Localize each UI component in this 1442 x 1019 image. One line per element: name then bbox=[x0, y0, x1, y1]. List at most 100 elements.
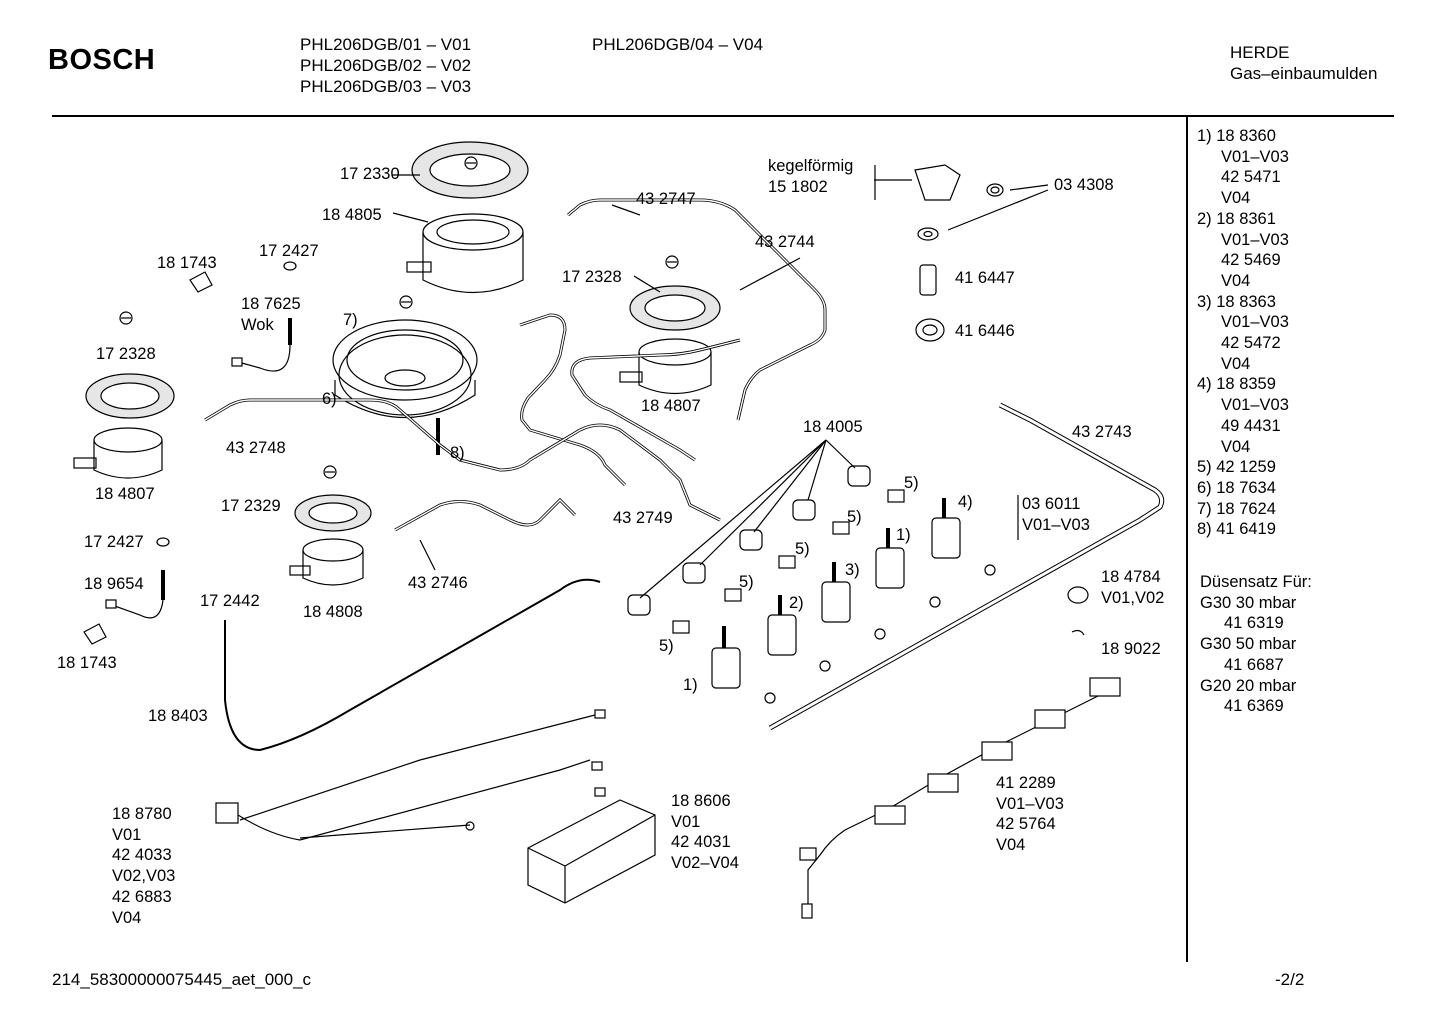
nozzle-sleeve bbox=[847, 465, 871, 487]
gas-valve bbox=[821, 562, 851, 623]
model-line: PHL206DGB/03 – V03 bbox=[300, 77, 472, 96]
leader-line bbox=[947, 189, 1049, 231]
connector-icon bbox=[105, 599, 117, 609]
washer-icon bbox=[917, 227, 939, 241]
part-label: 43 2744 bbox=[755, 233, 815, 251]
model-line: PHL206DGB/01 – V01 bbox=[300, 35, 472, 54]
screw-icon bbox=[464, 156, 478, 170]
callout-marker: 7) bbox=[343, 311, 358, 329]
category-title: HERDE Gas–einbaumulden bbox=[1230, 42, 1377, 84]
part-label: 18 1743 bbox=[157, 254, 217, 272]
leader-line bbox=[739, 257, 801, 291]
leader-line bbox=[639, 439, 827, 599]
gas-pipe bbox=[519, 313, 627, 487]
connector-icon bbox=[231, 357, 243, 367]
screw-icon bbox=[119, 311, 133, 325]
legend-line: V01–V03 bbox=[1221, 396, 1289, 415]
nozzle-sleeve bbox=[682, 562, 706, 584]
o-ring-icon bbox=[819, 660, 831, 672]
screw-icon bbox=[323, 465, 337, 479]
nozzle-line: G20 20 mbar bbox=[1200, 676, 1297, 695]
leader-line bbox=[633, 275, 661, 293]
part-label: 17 2442 bbox=[200, 592, 260, 610]
part-label: 17 2329 bbox=[221, 497, 281, 515]
model-list-1: PHL206DGB/01 – V01 PHL206DGB/02 – V02 PH… bbox=[300, 34, 471, 97]
nozzle-line: 41 6319 bbox=[1224, 614, 1284, 633]
leader-line bbox=[699, 439, 827, 566]
nozzle-line: 41 6687 bbox=[1224, 655, 1284, 674]
part-label: 43 2746 bbox=[408, 574, 468, 592]
callout-marker: 5) bbox=[904, 474, 919, 492]
nozzle-line: Düsensatz Für: bbox=[1200, 573, 1312, 591]
model-list-2: PHL206DGB/04 – V04 bbox=[592, 34, 763, 55]
legend-line: V01–V03 bbox=[1221, 230, 1289, 249]
legend-line: V01–V03 bbox=[1221, 147, 1289, 166]
legend-line: V01–V03 bbox=[1221, 313, 1289, 332]
nut-icon bbox=[986, 183, 1004, 197]
legend-line: 42 5469 bbox=[1221, 251, 1281, 270]
gas-valve bbox=[711, 626, 741, 689]
callout-marker: 4) bbox=[958, 493, 973, 511]
brand-logo: BOSCH bbox=[48, 44, 156, 76]
category-line: Gas–einbaumulden bbox=[1230, 64, 1378, 83]
legend-line: 49 4431 bbox=[1221, 416, 1281, 435]
gasket-ring bbox=[85, 373, 175, 419]
gasket-ring bbox=[629, 285, 721, 331]
thermocouple bbox=[111, 570, 165, 619]
legend-line: 6) 18 7634 bbox=[1197, 478, 1276, 497]
model-line: PHL206DGB/04 – V04 bbox=[592, 35, 764, 54]
o-ring-icon bbox=[984, 564, 996, 576]
part-label: 41 6447 bbox=[955, 269, 1015, 287]
part-label: 18 4807 bbox=[641, 397, 701, 415]
part-label: 18 8403 bbox=[148, 707, 208, 725]
parts-legend: 1) 18 8360 V01–V03 42 5471 V04 2) 18 836… bbox=[1197, 126, 1289, 540]
clip-icon bbox=[83, 623, 107, 645]
nozzle-sleeve bbox=[792, 499, 816, 521]
thermocouple-cable bbox=[224, 578, 601, 752]
burner-cup bbox=[619, 338, 712, 394]
callout-marker: 1) bbox=[896, 526, 911, 544]
callout-marker: 3) bbox=[845, 561, 860, 579]
gasket-ring bbox=[294, 494, 372, 532]
leader-line bbox=[1009, 184, 1049, 191]
nozzle-line: G30 50 mbar bbox=[1200, 635, 1297, 654]
legend-line: 3) 18 8363 bbox=[1197, 292, 1276, 311]
burner-cup bbox=[406, 213, 524, 293]
ignition-harness bbox=[799, 677, 1121, 919]
clip-icon bbox=[1071, 629, 1085, 636]
nozzle-line: G30 30 mbar bbox=[1200, 593, 1297, 612]
part-label: 18 4808 bbox=[303, 603, 363, 621]
legend-line: 7) 18 7624 bbox=[1197, 499, 1276, 518]
gasket-ring bbox=[411, 141, 529, 199]
legend-line: 1) 18 8360 bbox=[1197, 127, 1276, 145]
leader-line bbox=[392, 212, 429, 223]
part-label: 18 9654 bbox=[84, 575, 144, 593]
elbow-fitting bbox=[914, 164, 961, 201]
gas-valve bbox=[767, 595, 797, 656]
leader-line bbox=[807, 439, 827, 501]
leader-line bbox=[419, 539, 436, 571]
part-label: 17 2427 bbox=[84, 533, 144, 551]
category-line: HERDE bbox=[1230, 43, 1290, 62]
legend-line: V04 bbox=[1221, 189, 1251, 208]
part-label: 17 2328 bbox=[562, 268, 622, 286]
callout-marker: 6) bbox=[322, 390, 337, 408]
callout-marker: 5) bbox=[659, 637, 674, 655]
callout-marker: 2) bbox=[789, 594, 804, 612]
o-ring-icon bbox=[764, 692, 776, 704]
nozzle-set-table: Düsensatz Für: G30 30 mbar 41 6319 G30 5… bbox=[1200, 572, 1312, 717]
clip-icon bbox=[189, 271, 213, 293]
page-number: -2/2 bbox=[1275, 970, 1305, 989]
jet-icon bbox=[672, 620, 690, 634]
document-id: 214_58300000075445_aet_000_c bbox=[52, 970, 312, 989]
part-label: 03 4308 bbox=[1054, 176, 1114, 194]
callout-marker: 5) bbox=[847, 508, 862, 526]
callout-marker: 8) bbox=[450, 444, 465, 462]
callout-marker: 5) bbox=[795, 540, 810, 558]
thermocouple bbox=[237, 318, 292, 372]
leader-line bbox=[753, 439, 827, 533]
